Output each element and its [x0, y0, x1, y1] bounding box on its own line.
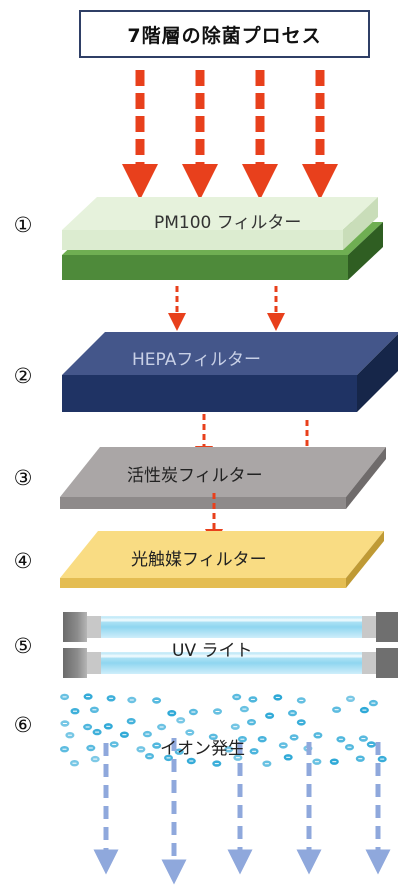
flow-arrows-1 [168, 286, 285, 331]
uv-light-label: UV ライト [172, 641, 253, 661]
ion-cloud [60, 693, 387, 767]
hepa-filter-layer [62, 332, 398, 412]
step-number-4: ④ [13, 549, 33, 573]
output-arrows [93, 738, 391, 885]
step-number-3: ③ [13, 466, 33, 490]
uv-light-layer [63, 612, 398, 678]
step-number-6: ⑥ [13, 713, 33, 737]
intake-arrows [122, 70, 338, 200]
photocatalyst-label: 光触媒フィルター [131, 550, 267, 570]
step-number-1: ① [13, 213, 33, 237]
carbon-label: 活性炭フィルター [127, 466, 263, 486]
photocatalyst-filter-layer [60, 531, 384, 588]
carbon-filter-layer [60, 447, 386, 509]
pm100-filter-layer [62, 197, 383, 280]
diagram-title: 7階層の除菌プロセス [79, 10, 370, 58]
step-number-2: ② [13, 364, 33, 388]
ion-label: イオン発生 [160, 739, 245, 759]
step-number-5: ⑤ [13, 634, 33, 658]
pm100-label: PM100 フィルター [154, 213, 302, 233]
hepa-label: HEPAフィルター [132, 350, 261, 370]
